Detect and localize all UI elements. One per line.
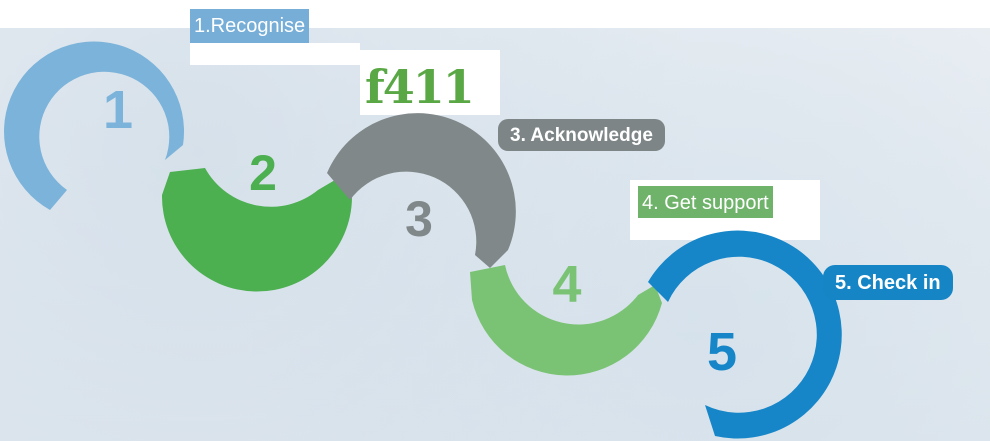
step-number-3: 3 [405, 191, 433, 247]
brand-logo: f411 [365, 60, 475, 114]
step-number-5: 5 [707, 322, 737, 382]
step-label-4: 4. Get support [638, 186, 773, 218]
arc-step-1 [4, 41, 185, 211]
top-white-band [0, 0, 990, 28]
arc-step-2 [161, 168, 352, 292]
step-label-3: 3. Acknowledge [498, 119, 665, 151]
step-number-2: 2 [249, 145, 277, 201]
white-patch [360, 50, 500, 115]
step-label-1: 1.Recognise [190, 9, 310, 43]
arc-step-4 [470, 265, 662, 376]
arc-step-5 [648, 230, 842, 439]
step-label-5: 5. Check in [823, 265, 953, 300]
arc-step-3 [327, 113, 516, 269]
step-number-1: 1 [103, 80, 133, 140]
step-number-4: 4 [553, 256, 582, 314]
white-patch [190, 43, 360, 65]
